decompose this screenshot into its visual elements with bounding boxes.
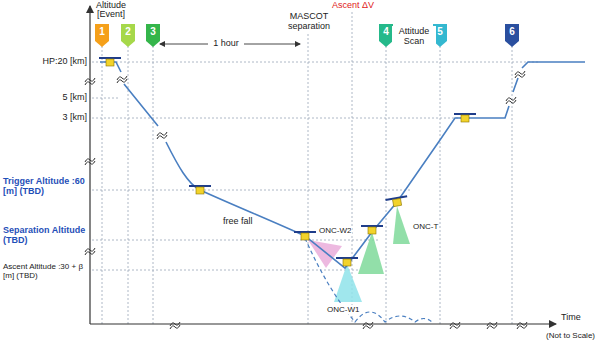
event-label: Attitude Scan xyxy=(392,26,436,47)
spacecraft-icons xyxy=(99,58,476,266)
event-heading: [Event] xyxy=(96,9,126,19)
camera-cones xyxy=(308,206,410,302)
spacecraft-icon xyxy=(294,232,316,240)
spacecraft-icon xyxy=(336,258,358,266)
event-label: MASCOT separation xyxy=(280,11,338,32)
event-flag: 2 xyxy=(121,24,135,47)
spacecraft-icon xyxy=(454,114,476,122)
grid-lines xyxy=(92,12,540,324)
scale-break xyxy=(170,322,180,329)
scale-break xyxy=(450,322,460,329)
scale-break xyxy=(85,158,95,165)
callout-number: 2 xyxy=(121,24,135,37)
duration-label: 1 hour xyxy=(208,38,244,48)
scale-break xyxy=(85,248,95,255)
event-flag: 6 xyxy=(505,24,519,47)
phase-label: free fall xyxy=(222,216,254,226)
spacecraft-icon xyxy=(189,186,211,194)
spacecraft-icon xyxy=(385,196,408,208)
event-flag: 3 xyxy=(146,24,160,47)
altitude-label: Ascent Altitude :30 + β [m] (TBD) xyxy=(2,262,88,280)
event-flag: 1 xyxy=(95,24,109,47)
scale-break xyxy=(85,78,95,85)
altitude-label: 5 [km] xyxy=(14,92,88,102)
scale-break xyxy=(157,132,167,139)
altitude-label: Separation Altitude (TBD) xyxy=(2,225,88,246)
scale-breaks xyxy=(85,71,527,329)
scale-break xyxy=(517,322,527,329)
scale-break xyxy=(117,76,127,83)
camera-label: ONC-T xyxy=(412,222,439,231)
altitude-label: HP:20 [km] xyxy=(14,56,88,66)
event-flag: 4 xyxy=(379,24,393,47)
spacecraft-icon xyxy=(99,58,121,66)
scale-break xyxy=(363,322,373,329)
event-label: Ascent ΔV xyxy=(326,0,380,10)
scale-break xyxy=(506,97,516,104)
axes xyxy=(90,6,556,324)
callout-number: 3 xyxy=(146,24,160,37)
callout-number: 4 xyxy=(379,24,393,37)
scale-break xyxy=(515,71,525,78)
callout-number: 1 xyxy=(95,24,109,37)
callout-number: 6 xyxy=(505,24,519,37)
altitude-label: Trigger Altitude :60 [m] (TBD) xyxy=(2,176,88,197)
altitude-label: 3 [km] xyxy=(14,112,88,122)
axis-note: (Not to Scale) xyxy=(534,331,596,340)
scale-break xyxy=(487,322,497,329)
spacecraft-icon xyxy=(361,226,383,234)
camera-label: ONC-W1 xyxy=(326,305,360,314)
camera-label: ONC-W2 xyxy=(318,226,352,235)
axis-title: Time xyxy=(560,312,582,322)
spacecraft-trajectory xyxy=(100,62,585,268)
